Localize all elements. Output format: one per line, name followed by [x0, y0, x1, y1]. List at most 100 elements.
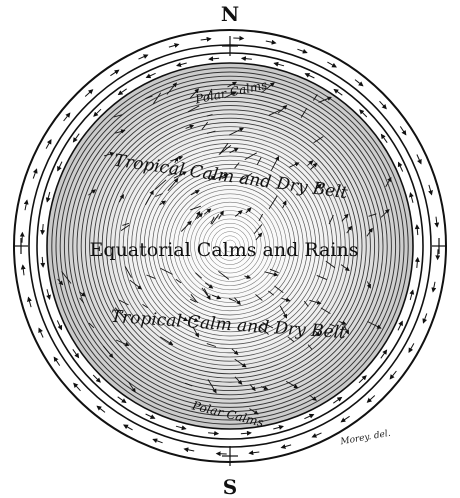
arrow-icon [253, 224, 263, 234]
arrow-icon [287, 336, 295, 342]
arrow-icon [428, 184, 433, 196]
concentric-line [80, 96, 380, 396]
arrow-icon [325, 260, 336, 269]
arrow-icon [416, 154, 422, 165]
concentric-line [127, 143, 333, 349]
arrow-icon [146, 274, 156, 280]
arrow-icon [92, 374, 101, 383]
arrow-icon [239, 172, 253, 182]
arrow-icon [88, 189, 97, 196]
arrow-icon [145, 413, 156, 419]
arrow-icon [224, 91, 237, 99]
arrow-icon [120, 224, 130, 231]
arrow-icon [114, 307, 126, 320]
arrow-icon [385, 177, 392, 188]
arrow-icon [128, 381, 136, 393]
arrow-icon [279, 305, 288, 319]
arrow-icon [368, 213, 377, 217]
arrow-icon [333, 88, 343, 96]
arrow-icon [38, 327, 44, 338]
arrow-icon [358, 375, 367, 384]
arrow-icon [219, 143, 229, 155]
arrow-icon [309, 394, 317, 401]
arrow-icon [211, 294, 222, 300]
arrow-icon [240, 430, 252, 436]
arrow-icon [103, 151, 115, 157]
arrow-icon [273, 61, 285, 67]
concentric-line [135, 151, 325, 341]
arrow-icon [189, 88, 200, 99]
arrow-icon [142, 304, 149, 309]
arrow-icon [218, 210, 224, 220]
concentric-line [76, 92, 384, 400]
arrow-icon [280, 444, 292, 449]
arrow-icon [304, 413, 315, 420]
arrow-icon [160, 267, 173, 275]
arrow-icon [155, 193, 163, 197]
concentric-line [131, 147, 329, 345]
arrow-icon [145, 190, 154, 206]
arrow-icon [20, 264, 26, 276]
arrow-icon [187, 105, 200, 113]
arrow-icon [203, 208, 212, 215]
concentric-line [114, 130, 346, 362]
arrow-icon [56, 320, 63, 331]
arrow-icon [227, 81, 237, 88]
concentric-line [215, 231, 245, 261]
arrow-icon [359, 109, 368, 118]
concentric-line [93, 109, 367, 383]
arrow-icon [40, 256, 46, 268]
arrow-icon [210, 216, 215, 225]
concentric-line [152, 168, 308, 324]
arrow-icon [207, 379, 217, 394]
concentric-line [219, 235, 241, 257]
arrow-icon [318, 96, 332, 103]
arrow-icon [262, 322, 274, 329]
concentric-line [190, 206, 270, 286]
arrow-icon [273, 425, 284, 430]
concentric-line [198, 214, 262, 278]
arrow-icon [145, 95, 153, 100]
arrow-icon [113, 114, 123, 118]
arrow-icon [118, 299, 129, 306]
arrow-icon [399, 126, 407, 136]
arrow-icon [260, 385, 269, 390]
arrow-icon [195, 210, 201, 220]
arrow-icon [118, 194, 124, 203]
arrow-icon [310, 162, 318, 170]
arrow-icon [185, 124, 195, 129]
concentric-lines [51, 67, 409, 425]
arrow-icon [72, 133, 80, 143]
arrow-icon [45, 139, 52, 149]
arrow-icon [208, 56, 220, 62]
arrow-icon [234, 297, 241, 305]
arrow-icon [204, 282, 214, 289]
arrow-icon [244, 274, 252, 279]
arrow-icon [117, 396, 127, 404]
arrow-icon [173, 171, 188, 179]
arrow-icon [115, 129, 126, 134]
arrow-icon [234, 376, 243, 385]
inner-arrows [57, 81, 392, 415]
arrow-icon [409, 289, 415, 301]
arrow-icon [211, 214, 220, 225]
arrow-icon [268, 109, 281, 116]
arrow-icon [313, 136, 324, 144]
arrow-icon [277, 105, 288, 114]
arrow-icon [249, 408, 259, 415]
arrow-icon [431, 281, 437, 293]
concentric-line [55, 71, 405, 421]
arrow-icon [46, 289, 51, 300]
arrow-icon [231, 348, 239, 356]
arrow-icon [203, 288, 211, 301]
arrow-icon [79, 297, 85, 304]
arrow-icon [93, 108, 102, 117]
arrow-icon [152, 92, 162, 105]
arrow-icon [303, 300, 309, 307]
arrow-icon [168, 43, 180, 48]
concentric-line [160, 176, 300, 316]
arrow-icon [178, 316, 189, 322]
arrow-icon [304, 73, 315, 79]
concentric-line [72, 88, 388, 404]
arrow-icon [309, 299, 322, 305]
